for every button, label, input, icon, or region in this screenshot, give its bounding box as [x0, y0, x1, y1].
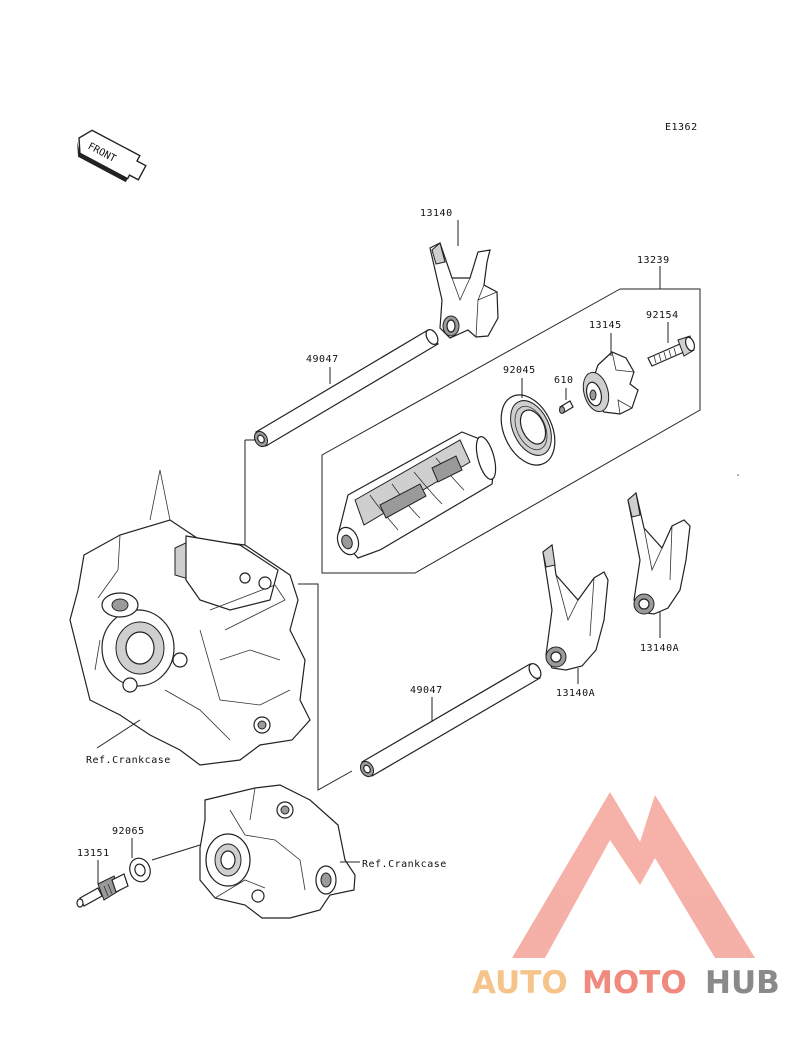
- washer-92065: [129, 857, 151, 883]
- label-13151: 13151: [77, 848, 110, 859]
- label-92154: 92154: [646, 310, 679, 321]
- shaft-49047-top: [253, 329, 439, 448]
- label-13145: 13145: [589, 320, 622, 331]
- pin-610: [559, 400, 574, 414]
- label-49047-top: 49047: [306, 354, 339, 365]
- crankcase-upper: [69, 469, 311, 766]
- label-49047-bottom: 49047: [410, 685, 443, 696]
- watermark-hub: HUB: [705, 965, 780, 1001]
- label-610: 610: [554, 375, 574, 386]
- bearing-92045: [500, 394, 556, 466]
- label-13239: 13239: [637, 255, 670, 266]
- label-13140A-center: 13140A: [556, 688, 595, 699]
- shift-cam-13145: [582, 351, 639, 415]
- neutral-switch-13151: [76, 873, 129, 908]
- label-92045: 92045: [503, 365, 536, 376]
- automotohub-logo-icon: [512, 792, 755, 958]
- label-13140A-right: 13140A: [640, 643, 679, 654]
- ref-crankcase-upper: Ref.Crankcase: [86, 755, 171, 766]
- watermark-auto: AUTO: [472, 965, 568, 1001]
- shaft-49047-bottom: [359, 663, 542, 778]
- shift-fork-13140A-center: [542, 543, 609, 671]
- bolt-92154: [647, 335, 696, 367]
- diagram-code: E1362: [665, 122, 698, 133]
- label-13140: 13140: [420, 208, 453, 219]
- shift-fork-13140A-right: [627, 491, 691, 615]
- crankcase-lower: [199, 784, 356, 919]
- ref-crankcase-lower: Ref.Crankcase: [362, 859, 447, 870]
- automotohub-watermark: AUTO MOTO HUB: [472, 965, 780, 1001]
- shift-fork-13140: [429, 242, 499, 339]
- label-92065: 92065: [112, 826, 145, 837]
- watermark-moto: MOTO: [582, 965, 687, 1001]
- front-arrow-icon: FRONT: [77, 129, 147, 183]
- shift-drum: [336, 431, 497, 559]
